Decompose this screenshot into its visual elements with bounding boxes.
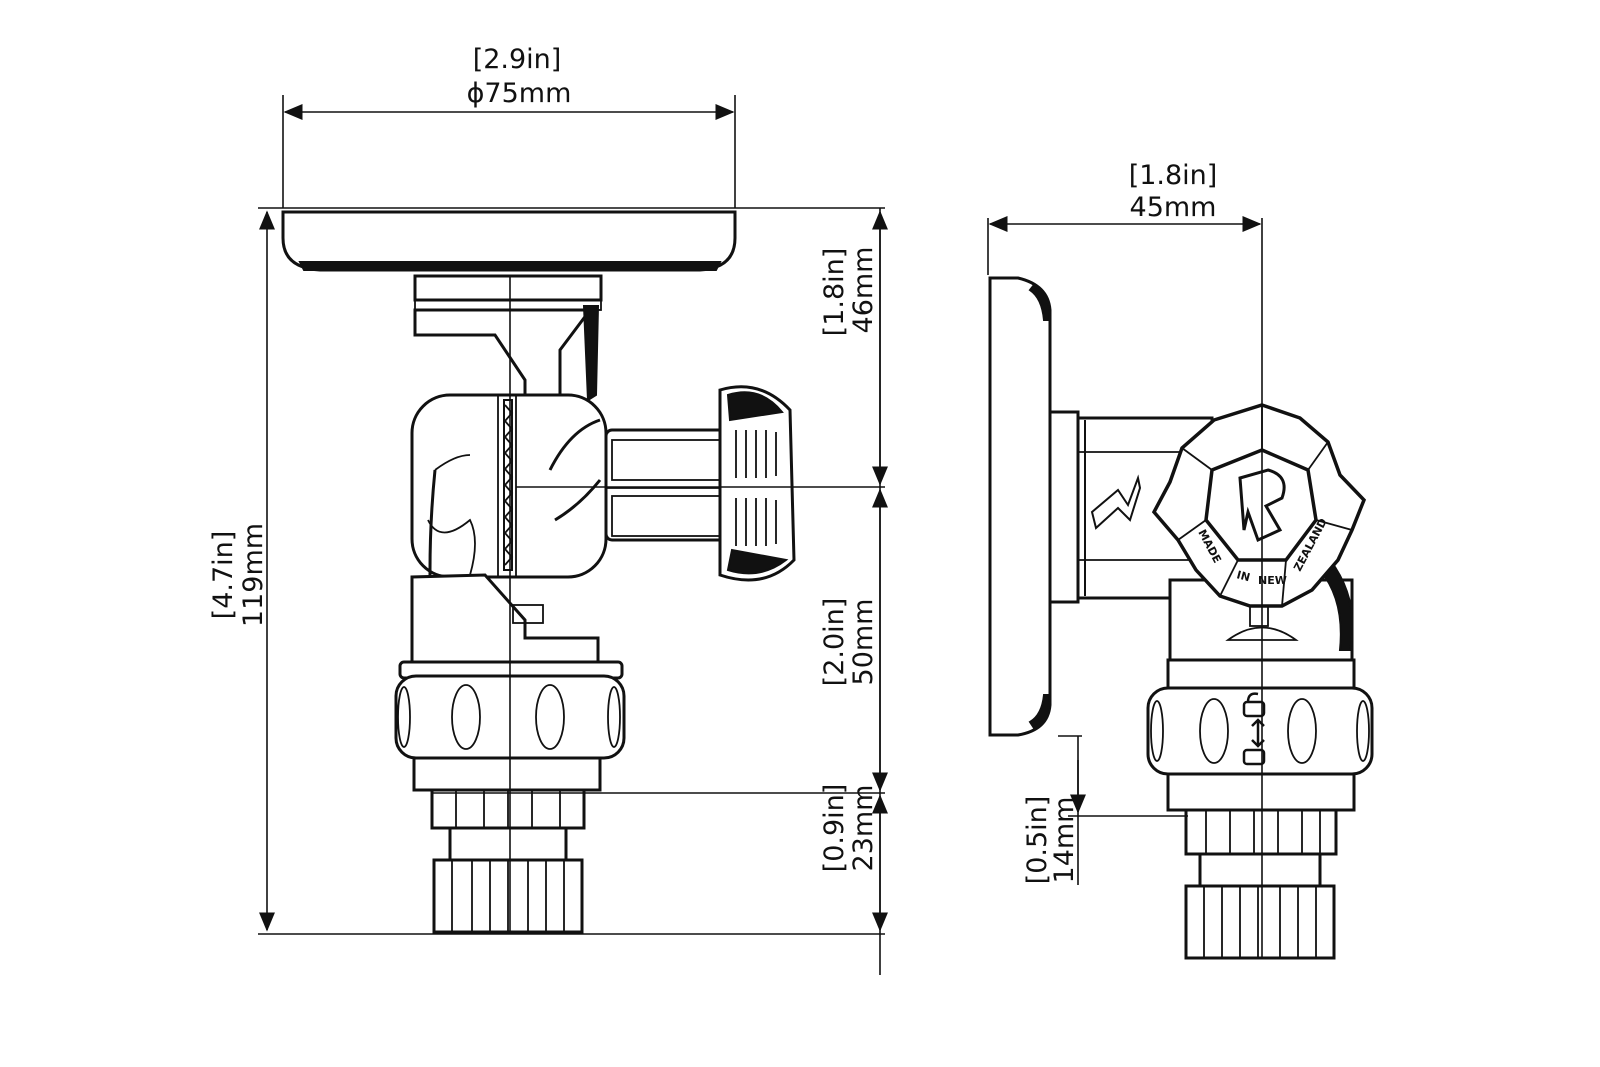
side-knob-logo-icon (1238, 468, 1286, 543)
side-offset-mm: 14mm (1049, 797, 1080, 884)
front-diameter-in: [2.9in] (473, 44, 562, 75)
front-mid-height-in: [2.0in] (819, 598, 850, 687)
side-dimensions: [1.8in] 45mm [0.5in] 14mm (987, 160, 1262, 885)
front-top-height-in: [1.8in] (819, 248, 850, 337)
front-top-height-mm: 46mm (848, 247, 879, 334)
side-thread-lower (1184, 884, 1336, 960)
side-depth-mm: 45mm (1130, 192, 1217, 223)
front-diameter-mm: ϕ75mm (467, 78, 572, 109)
front-upper-arm (413, 308, 593, 404)
front-dimensions: [2.9in] ϕ75mm [4.7in] 119mm [1.8in] 46mm… (208, 44, 888, 975)
front-lower-arm (410, 573, 600, 664)
front-mid-height-mm: 50mm (848, 599, 879, 686)
side-view: MADE IN NEW ZEALAND (988, 218, 1374, 960)
front-neck (413, 274, 603, 302)
side-arm-logo-icon (1090, 474, 1142, 530)
side-knob-text-in: IN (1235, 568, 1251, 584)
front-knob (604, 385, 796, 582)
side-knob: MADE IN NEW ZEALAND (1151, 403, 1367, 608)
side-knob-text-new: NEW (1258, 574, 1287, 587)
side-depth-in: [1.8in] (1129, 160, 1218, 191)
side-offset-in: [0.5in] (1022, 796, 1053, 885)
front-total-height-mm: 119mm (238, 523, 269, 627)
front-view (281, 210, 885, 934)
side-thread-upper (1184, 808, 1338, 856)
front-total-height-in: [4.7in] (208, 531, 239, 620)
front-socket-housing (410, 393, 608, 579)
front-bottom-height-mm: 23mm (848, 785, 879, 872)
side-base-plate (988, 276, 1052, 737)
front-bottom-height-in: [0.9in] (819, 784, 850, 873)
